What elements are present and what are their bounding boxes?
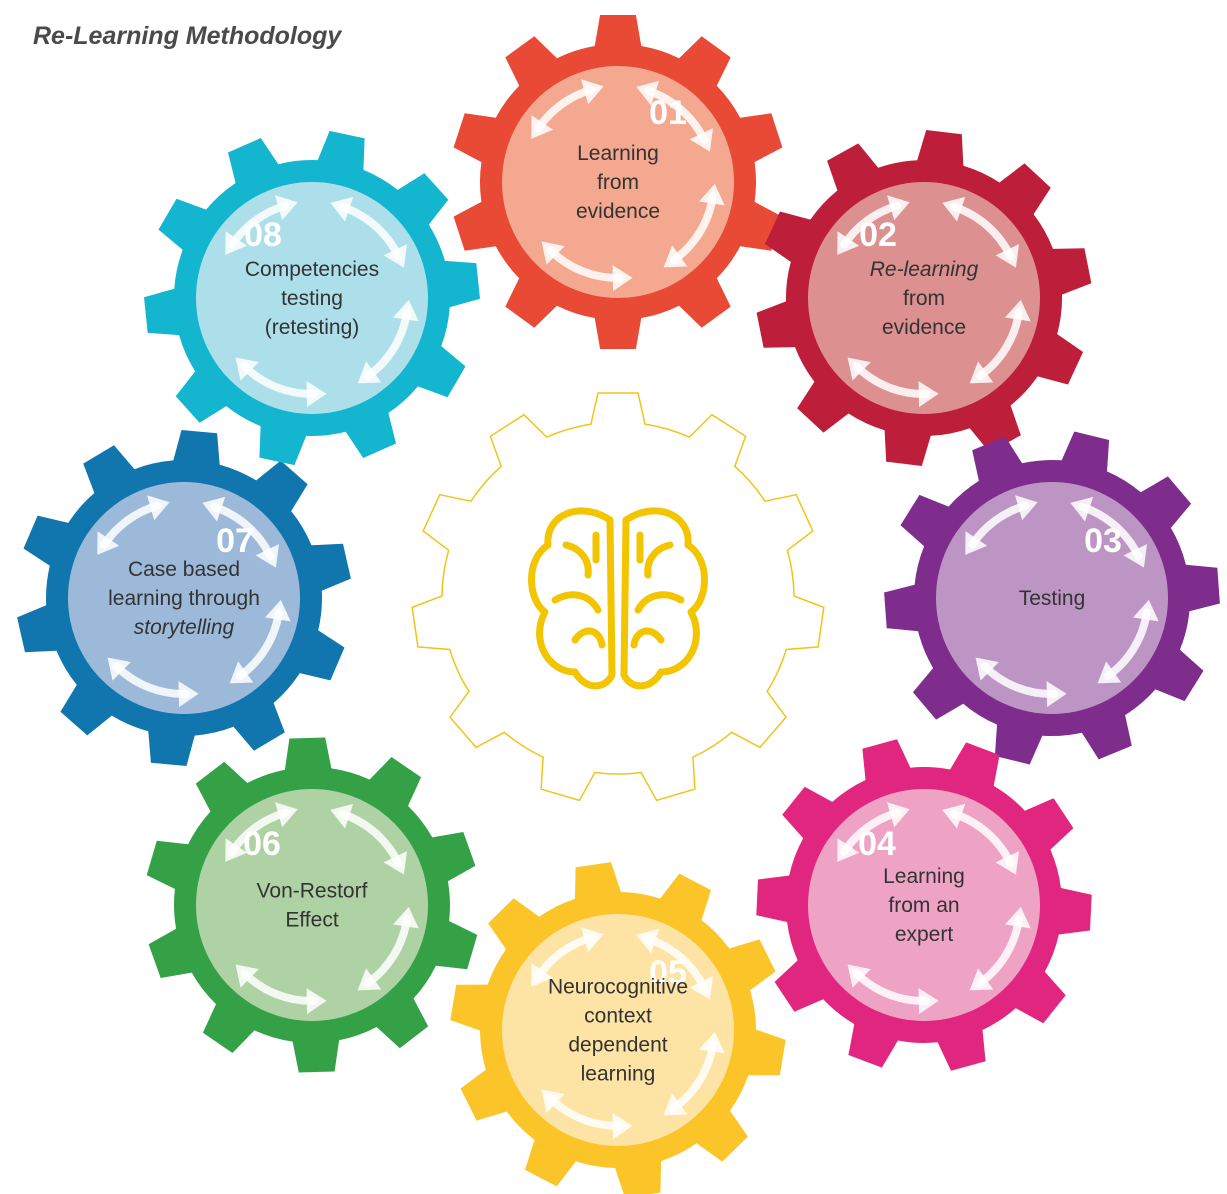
step-number: 02 [859, 216, 897, 254]
cycle-arrows-icon [531, 927, 725, 1140]
cycle-arrows-icon [965, 495, 1159, 708]
step-number: 04 [858, 825, 896, 863]
cycle-arrows-icon [97, 495, 291, 708]
cycle-arrows-icon [225, 802, 419, 1015]
step-label-line: Re-learning [870, 258, 979, 281]
step-label-line: from an [888, 894, 959, 917]
gear-inner-circle [68, 482, 300, 714]
gear-inner-circle [936, 482, 1168, 714]
step-label-line: from [597, 171, 639, 194]
step-label-line: Neurocognitive [548, 976, 688, 999]
gear-inner-circle [502, 66, 734, 298]
step-number: 07 [216, 522, 254, 560]
step-label-line: Learning [577, 142, 659, 165]
cycle-arrows-icon [837, 802, 1031, 1015]
step-number: 01 [649, 94, 687, 132]
gear-inner-circle [502, 914, 734, 1146]
step-number: 05 [649, 954, 687, 992]
step-label-line: Testing [1019, 587, 1086, 610]
brain-icon [528, 507, 708, 690]
center-gear [411, 392, 825, 802]
gear-inner-circle [808, 789, 1040, 1021]
step-number: 08 [244, 216, 282, 254]
cycle-arrows-icon [225, 195, 419, 408]
step-label-line: storytelling [134, 616, 235, 639]
step-label-line: (retesting) [265, 316, 360, 339]
cycle-arrows-icon [531, 79, 725, 292]
step-label-line: evidence [576, 200, 660, 223]
center-gear-outline [411, 392, 825, 802]
step-label-line: Learning [883, 865, 965, 888]
step-label-line: expert [895, 923, 954, 946]
step-label-line: learning [581, 1063, 656, 1086]
step-label-line: Competencies [245, 258, 379, 281]
step-label-line: evidence [882, 316, 966, 339]
step-label-line: Von-Restorf [257, 880, 368, 903]
step-label-line: Effect [285, 909, 338, 932]
step-label-line: context [584, 1005, 652, 1028]
step-label-line: learning through [108, 587, 260, 610]
gear-inner-circle [808, 182, 1040, 414]
step-label-line: Case based [128, 558, 240, 581]
step-number: 03 [1084, 522, 1122, 560]
step-label-line: from [903, 287, 945, 310]
page-title: Re-Learning Methodology [33, 22, 342, 50]
step-number: 06 [243, 825, 281, 863]
step-label-line: dependent [568, 1034, 667, 1057]
gear-inner-circle [196, 182, 428, 414]
step-label-line: testing [281, 287, 343, 310]
cycle-arrows-icon [837, 195, 1031, 408]
gear-inner-circle [196, 789, 428, 1021]
